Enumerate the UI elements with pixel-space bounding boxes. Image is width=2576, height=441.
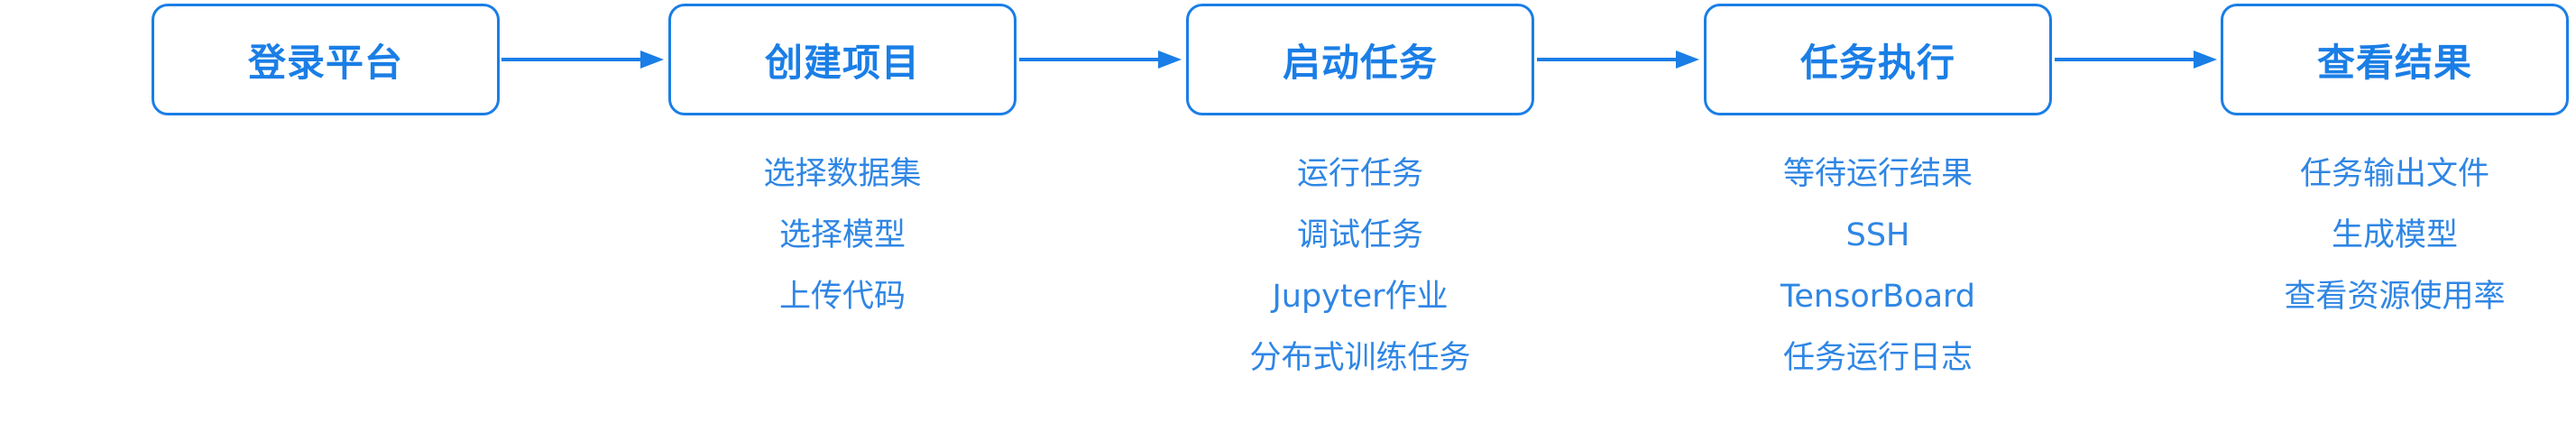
- step-box-login-platform: 登录平台: [152, 4, 500, 115]
- arrow-right-icon: [501, 51, 664, 69]
- step-box-task-execution: 任务执行: [1704, 4, 2052, 115]
- list-item: Jupyter作业: [1272, 279, 1449, 315]
- list-item: 任务运行日志: [1782, 340, 1973, 376]
- list-item: 选择数据集: [763, 156, 922, 192]
- list-item: 调试任务: [1296, 217, 1423, 253]
- step-title: 任务执行: [1799, 40, 1955, 85]
- list-item: 生成模型: [2331, 217, 2458, 253]
- step-title: 登录平台: [247, 40, 403, 85]
- list-item: 运行任务: [1296, 156, 1423, 192]
- list-item: 查看资源使用率: [2284, 279, 2506, 315]
- step-box-view-results: 查看结果: [2221, 4, 2569, 115]
- step-items-start-task: 运行任务 调试任务 Jupyter作业 分布式训练任务: [1186, 143, 1534, 389]
- step-title: 创建项目: [764, 40, 920, 85]
- list-item: SSH: [1845, 217, 1910, 253]
- arrow-right-icon: [2055, 51, 2217, 69]
- step-items-task-execution: 等待运行结果 SSH TensorBoard 任务运行日志: [1704, 143, 2052, 389]
- list-item: 任务输出文件: [2299, 156, 2489, 192]
- arrow-right-icon: [1537, 51, 1699, 69]
- list-item: 分布式训练任务: [1249, 340, 1471, 376]
- list-item: TensorBoard: [1780, 279, 1976, 315]
- step-box-create-project: 创建项目: [668, 4, 1017, 115]
- list-item: 上传代码: [778, 279, 906, 315]
- step-title: 启动任务: [1282, 40, 1438, 85]
- step-box-start-task: 启动任务: [1186, 4, 1534, 115]
- step-items-create-project: 选择数据集 选择模型 上传代码: [668, 143, 1017, 327]
- list-item: 选择模型: [778, 217, 906, 253]
- step-title: 查看结果: [2316, 40, 2472, 85]
- step-items-view-results: 任务输出文件 生成模型 查看资源使用率: [2221, 143, 2569, 327]
- list-item: 等待运行结果: [1782, 156, 1973, 192]
- arrow-right-icon: [1019, 51, 1182, 69]
